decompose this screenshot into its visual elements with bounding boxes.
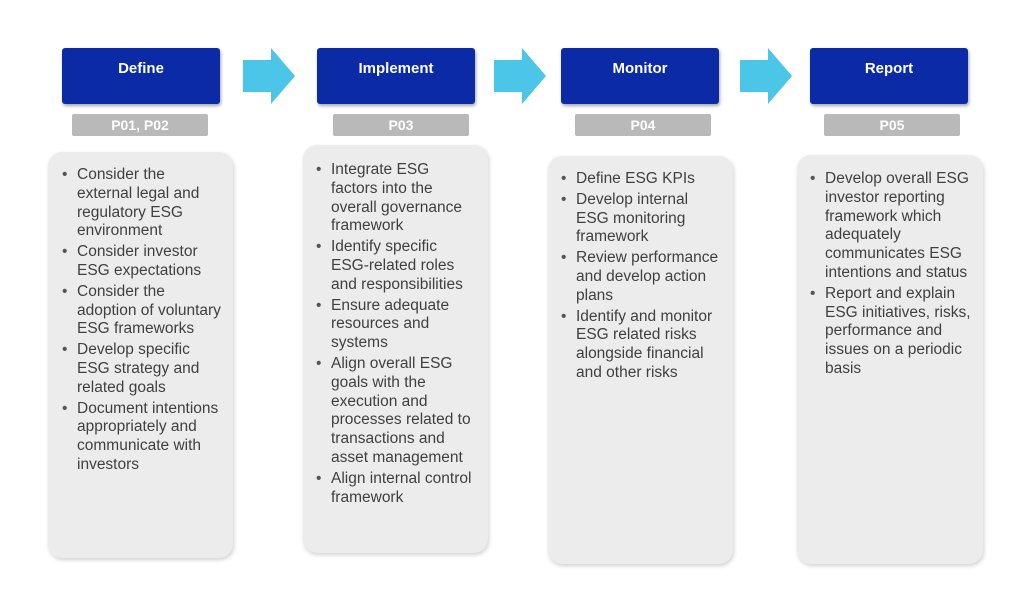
stage-define-title: Define: [118, 60, 164, 77]
stage-report-card: Develop overall ESG investor reporting f…: [797, 155, 983, 564]
list-item: Develop internal ESG monitoring framewor…: [561, 191, 723, 247]
stage-monitor-title: Monitor: [612, 60, 668, 77]
list-item: Report and explain ESG initiatives, risk…: [810, 285, 975, 379]
stage-define-card: Consider the external legal and regulato…: [48, 152, 233, 558]
stage-define-code: P01, P02: [72, 114, 208, 136]
right-arrow-icon: [740, 48, 792, 104]
stage-monitor-header: Monitor: [561, 48, 719, 104]
stage-implement-list: Integrate ESG factors into the overall g…: [316, 161, 478, 507]
stage-implement-header: Implement: [317, 48, 475, 104]
stage-implement-code: P03: [333, 114, 469, 136]
stage-monitor-code: P04: [575, 114, 711, 136]
list-item: Define ESG KPIs: [561, 170, 723, 189]
list-item: Review performance and develop action pl…: [561, 249, 723, 305]
list-item: Identify and monitor ESG related risks a…: [561, 308, 723, 383]
stage-report-header: Report: [810, 48, 968, 104]
list-item: Align overall ESG goals with the executi…: [316, 355, 478, 468]
stage-define-list: Consider the external legal and regulato…: [62, 166, 223, 475]
list-item: Consider the adoption of voluntary ESG f…: [62, 283, 223, 339]
stage-report-title: Report: [864, 60, 914, 77]
list-item: Document intentions appropriately and co…: [62, 400, 223, 475]
stage-define-header: Define: [62, 48, 220, 104]
stage-report-list: Develop overall ESG investor reporting f…: [810, 170, 975, 379]
list-item: Develop specific ESG strategy and relate…: [62, 341, 223, 397]
list-item: Identify specific ESG-related roles and …: [316, 238, 478, 294]
list-item: Ensure adequate resources and systems: [316, 297, 478, 353]
right-arrow-icon: [243, 48, 295, 104]
list-item: Integrate ESG factors into the overall g…: [316, 161, 478, 236]
stage-monitor-list: Define ESG KPIs Develop internal ESG mon…: [561, 170, 723, 383]
list-item: Consider investor ESG expectations: [62, 243, 223, 281]
list-item: Consider the external legal and regulato…: [62, 166, 223, 241]
list-item: Develop overall ESG investor reporting f…: [810, 170, 975, 283]
list-item: Align internal control framework: [316, 470, 478, 508]
stage-implement-title: Implement: [358, 60, 434, 77]
stage-monitor-card: Define ESG KPIs Develop internal ESG mon…: [548, 156, 733, 564]
stage-implement-card: Integrate ESG factors into the overall g…: [303, 145, 488, 553]
stage-report-code: P05: [824, 114, 960, 136]
right-arrow-icon: [494, 48, 546, 104]
